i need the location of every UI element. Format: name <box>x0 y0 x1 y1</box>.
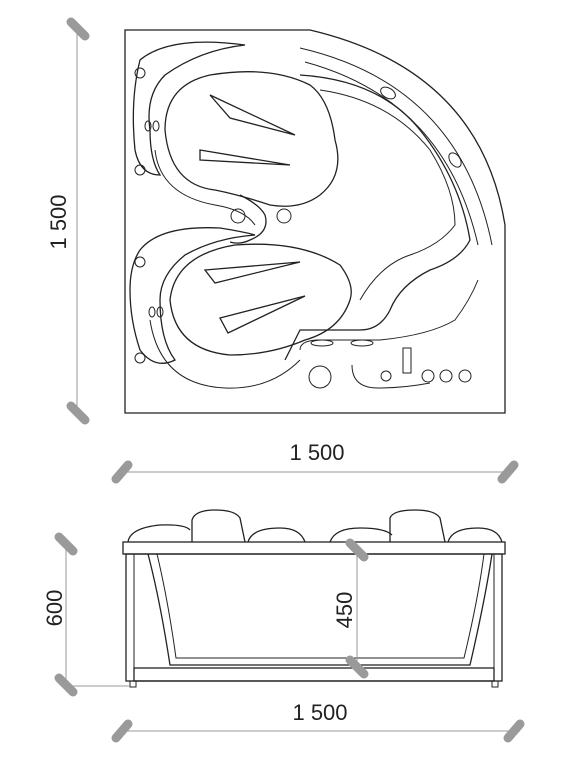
top-view-height-dimension: 1 500 <box>46 17 90 425</box>
upper-basin <box>164 71 339 207</box>
main-basin-curve <box>284 74 471 361</box>
control-deck <box>299 279 479 351</box>
side-headrest <box>247 527 306 543</box>
control-slot <box>310 339 334 347</box>
rim-jet <box>380 86 396 100</box>
side-foot <box>129 680 137 688</box>
top-view-outline <box>124 29 506 414</box>
control-knob <box>439 369 453 383</box>
top-view-height-label: 1 500 <box>46 194 71 249</box>
side-jet <box>134 67 146 79</box>
center-jet <box>230 208 246 224</box>
side-jet <box>148 306 156 318</box>
rim-jet <box>448 152 462 168</box>
side-jet <box>156 306 164 318</box>
drain <box>308 365 332 389</box>
side-jet <box>144 120 152 132</box>
center-jet <box>276 208 292 224</box>
control-knob <box>458 369 472 383</box>
side-basin <box>147 553 493 666</box>
side-foot <box>491 680 499 688</box>
upper-headrest <box>132 41 246 176</box>
pillow <box>219 295 306 334</box>
side-headrest <box>127 524 191 543</box>
top-view-width-label: 1 500 <box>289 440 344 465</box>
inner-basin-contour <box>319 89 456 301</box>
lower-seat-outer <box>149 319 301 389</box>
upper-seat-outer <box>154 149 256 226</box>
side-headrest <box>389 509 446 543</box>
control-knob <box>421 369 435 383</box>
side-headrest <box>447 527 503 543</box>
top-view-width-dimension: 1 500 <box>111 440 519 484</box>
side-basin-inner <box>156 553 485 659</box>
side-headrest <box>329 527 393 543</box>
side-base <box>133 667 495 682</box>
side-view-width-label: 1 500 <box>292 700 347 725</box>
lower-headrest <box>129 227 256 364</box>
drain-arc <box>351 364 431 389</box>
side-view-depth-label: 450 <box>332 592 357 629</box>
control-slot <box>350 339 374 347</box>
side-view-height-label: 600 <box>42 590 67 627</box>
top-view <box>124 29 506 414</box>
lower-basin <box>169 243 352 356</box>
side-view-width-dimension: 1 500 <box>111 700 525 743</box>
side-view-depth-dimension: 450 <box>332 538 369 679</box>
side-jet <box>152 120 160 132</box>
side-frame <box>125 553 503 682</box>
side-jet <box>134 256 146 268</box>
pillow <box>199 149 291 166</box>
side-view-height-dimension: 600 <box>42 532 130 697</box>
control-knob <box>380 370 392 382</box>
rim-outer-arc <box>299 47 493 246</box>
side-jet <box>134 164 146 176</box>
side-view <box>122 509 506 688</box>
side-rim <box>122 541 506 555</box>
center-divider <box>229 194 267 244</box>
pillow <box>209 94 296 136</box>
side-headrest <box>191 509 246 543</box>
pillow <box>203 261 301 284</box>
side-jet <box>134 352 146 364</box>
faucet <box>402 347 412 374</box>
